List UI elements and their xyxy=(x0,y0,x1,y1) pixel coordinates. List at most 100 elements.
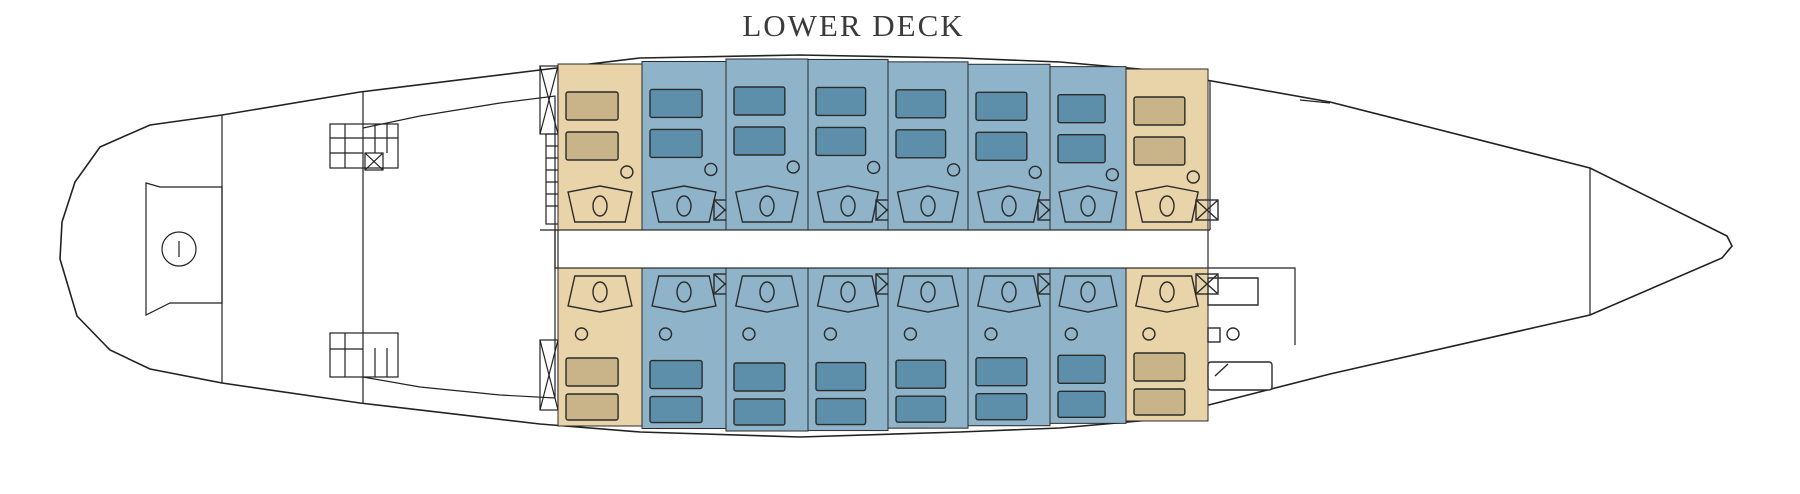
stairs-icon xyxy=(329,123,399,171)
cabin xyxy=(967,63,1061,231)
bed xyxy=(649,128,703,159)
table xyxy=(742,327,756,341)
bed xyxy=(1133,96,1186,126)
toilet xyxy=(676,281,692,303)
cabin xyxy=(641,267,737,430)
washroom xyxy=(735,275,799,313)
cabin xyxy=(807,58,899,231)
cabin xyxy=(557,63,643,231)
bed xyxy=(1133,352,1186,382)
washroom xyxy=(977,185,1041,223)
crew-berth xyxy=(1207,277,1273,391)
bed xyxy=(649,395,703,424)
table xyxy=(823,327,838,341)
table xyxy=(704,162,718,177)
toilet xyxy=(1080,281,1096,303)
washroom xyxy=(977,275,1041,313)
bed xyxy=(895,359,947,389)
washroom xyxy=(567,185,633,223)
stairs-icon xyxy=(329,332,399,378)
bed xyxy=(733,362,786,392)
bed xyxy=(733,86,786,116)
bed xyxy=(565,393,619,421)
bed xyxy=(975,131,1028,161)
table xyxy=(658,327,673,341)
toilet xyxy=(592,281,608,303)
toilet xyxy=(676,195,692,217)
table xyxy=(1064,327,1078,341)
table xyxy=(786,160,800,174)
bed xyxy=(1133,136,1186,166)
bed xyxy=(733,126,786,156)
washroom xyxy=(651,185,717,223)
toilet xyxy=(840,195,856,217)
hatch-icon xyxy=(1195,273,1219,295)
bed xyxy=(815,126,867,157)
washroom xyxy=(896,275,960,313)
bed xyxy=(815,361,867,392)
bed xyxy=(649,359,703,390)
cabin xyxy=(967,267,1061,427)
cabin xyxy=(1125,68,1219,231)
washroom xyxy=(735,185,799,223)
cabin xyxy=(1049,66,1127,231)
bed xyxy=(815,397,867,426)
toilet xyxy=(1001,281,1017,303)
bed xyxy=(815,86,867,117)
washroom xyxy=(896,185,960,223)
bed xyxy=(565,91,619,121)
table xyxy=(1028,165,1042,179)
bed xyxy=(975,393,1028,421)
toilet xyxy=(1001,195,1017,217)
toilet xyxy=(920,195,936,217)
bed xyxy=(975,91,1028,121)
toilet xyxy=(592,195,608,217)
bed xyxy=(895,395,947,423)
bed xyxy=(1057,354,1106,385)
cabin xyxy=(887,61,969,231)
bed xyxy=(1133,388,1186,416)
toilet xyxy=(920,281,936,303)
toilet xyxy=(759,195,775,217)
washroom xyxy=(816,185,880,223)
toilet xyxy=(1159,195,1175,217)
cabin xyxy=(725,58,809,231)
washroom xyxy=(816,275,880,313)
table xyxy=(620,165,634,179)
bed xyxy=(1057,390,1106,419)
corridor xyxy=(557,229,1209,269)
bed xyxy=(733,398,786,426)
washroom xyxy=(1135,275,1199,313)
bed xyxy=(895,89,947,119)
bed xyxy=(895,129,947,159)
bed xyxy=(649,88,703,119)
washroom xyxy=(567,275,633,313)
washroom xyxy=(1058,185,1118,223)
hatch-icon xyxy=(1195,199,1219,221)
toilet xyxy=(759,281,775,303)
bed xyxy=(565,131,619,161)
washroom xyxy=(1135,185,1199,223)
cabins xyxy=(557,58,1219,432)
cabin xyxy=(725,267,809,432)
cabin xyxy=(807,267,899,432)
table xyxy=(946,163,961,177)
cabin xyxy=(557,267,643,427)
capstan-icon xyxy=(161,231,197,267)
deck-title: LOWER DECK xyxy=(742,8,965,43)
cabin xyxy=(887,267,969,429)
toilet xyxy=(840,281,856,303)
table xyxy=(1105,167,1120,182)
bow-fixture xyxy=(145,182,223,316)
table xyxy=(903,327,918,341)
cabin xyxy=(1125,267,1219,422)
washroom xyxy=(1058,275,1118,313)
bed xyxy=(975,357,1028,387)
bed xyxy=(1057,133,1106,164)
table xyxy=(1142,327,1156,341)
table xyxy=(1186,170,1200,184)
washroom xyxy=(651,275,717,313)
table xyxy=(984,327,998,341)
toilet xyxy=(1159,281,1175,303)
